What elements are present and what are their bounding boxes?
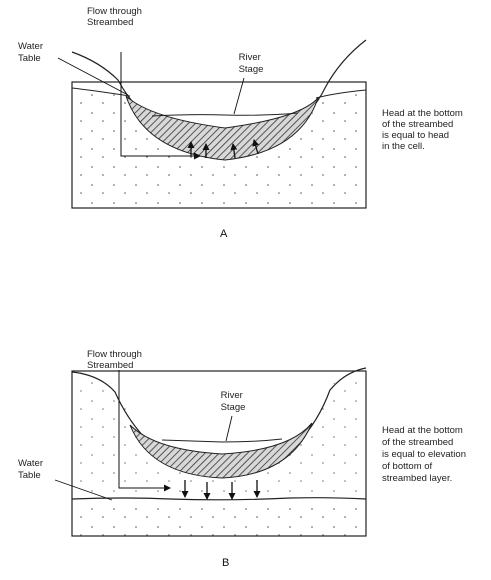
river-stage-leader-b [225, 415, 233, 442]
water-table-label-b: Water Table [18, 458, 46, 481]
panel-b: Flow through Streambed Water Table River… [18, 349, 469, 569]
river-stage-line-b [161, 438, 283, 443]
river-stage-label-b: River Stage [221, 390, 246, 413]
flow-through-pointer-a [120, 52, 201, 160]
panel-caption-b: B [222, 557, 229, 569]
head-note-b: Head at the bottom of the streambed is e… [382, 425, 469, 484]
river-stage-leader-a [233, 77, 245, 115]
flow-through-pointer-b [118, 370, 171, 492]
water-table-right-a [315, 89, 367, 99]
river-stage-line-a [151, 112, 299, 117]
upward-flow-arrow [252, 139, 260, 155]
streambed-layer-a [125, 95, 319, 161]
unsaturated-sediment-b [72, 371, 366, 498]
water-table-leader-b [54, 479, 113, 501]
water-table-label-a: Water Table [18, 41, 46, 64]
flow-through-label-b: Flow through Streambed [87, 349, 145, 371]
panel-a: Flow through Streambed Water Table River… [18, 6, 465, 240]
water-table-leader-a [57, 57, 129, 96]
saturated-sediment-b [72, 500, 366, 536]
streambed-layer-b [129, 422, 313, 479]
river-stage-label-a: River Stage [239, 52, 264, 75]
panel-caption-a: A [220, 228, 228, 240]
water-table-line-b [71, 497, 367, 501]
head-note-a: Head at the bottom of the streambed is e… [382, 108, 465, 152]
flow-through-label-a: Flow through Streambed [87, 6, 145, 28]
water-table-line-a [71, 87, 131, 97]
upward-flow-arrow [230, 143, 238, 159]
